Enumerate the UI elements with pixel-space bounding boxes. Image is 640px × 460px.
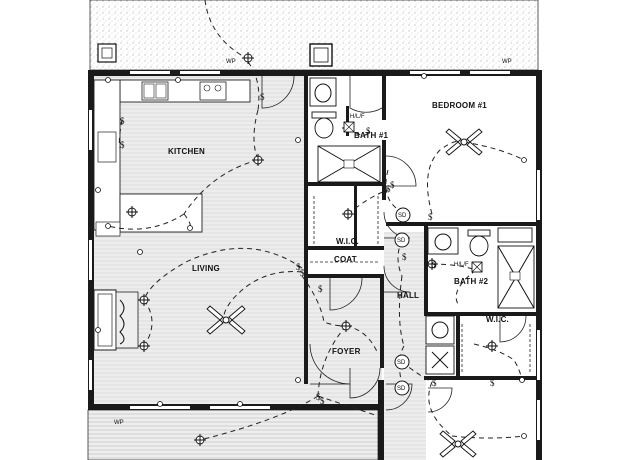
fireplace: [93, 289, 117, 351]
bath1-vanity: [309, 77, 337, 107]
svg-text:$: $: [296, 262, 301, 272]
living-floor: [94, 76, 306, 404]
ceiling-fan-icon: [445, 128, 483, 156]
light-fixture-icon: [340, 320, 352, 332]
room-label-bath1: BATH #1: [354, 131, 388, 140]
room-label-kitchen: KITCHEN: [168, 147, 205, 156]
svg-text:$: $: [428, 212, 433, 222]
exhaust-fan-icon: [471, 261, 483, 273]
smoke-detector-label: SD: [397, 360, 406, 366]
fireplace-hearth: [115, 291, 139, 349]
svg-text:$: $: [402, 252, 407, 262]
svg-text:$: $: [390, 180, 395, 190]
smoke-detector-label: SD: [398, 213, 407, 219]
ceiling-fan-icon: [439, 430, 477, 458]
kitchen-counter-top: [119, 79, 251, 103]
svg-text:$: $: [366, 126, 371, 136]
smoke-detector-icon: SD: [394, 232, 410, 248]
room-label-living: LIVING: [192, 264, 220, 273]
bath1-toilet: [314, 117, 334, 139]
porch-bottom: [87, 409, 379, 460]
smoke-detector-label: SD: [397, 386, 406, 392]
exhaust-fan-icon: [343, 121, 355, 133]
switch-icons: $$$ $$$ $$$ $$$ $$$ $: [120, 92, 495, 406]
room-label-coat: COAT: [334, 255, 357, 264]
svg-text:$: $: [120, 116, 125, 126]
smoke-detector-icon: SD: [395, 207, 411, 223]
bath2-linen: [497, 227, 533, 243]
ceiling-fan-icon: [206, 305, 246, 335]
light-fixture-icon: [486, 340, 498, 352]
light-fixture-icon: [138, 294, 150, 306]
foyer-floor: [306, 276, 382, 404]
svg-text:$: $: [260, 92, 265, 102]
bath2-toilet: [469, 235, 489, 257]
light-fixture-icon: [342, 208, 354, 220]
light-fixture-icon: [252, 154, 264, 166]
column-left: [97, 43, 117, 63]
svg-text:$: $: [432, 260, 437, 270]
svg-text:$: $: [316, 392, 321, 402]
bath1-toilet-tank: [311, 111, 337, 119]
room-label-bedroom1: BEDROOM #1: [432, 101, 487, 110]
room-label-bath2: BATH #2: [454, 277, 488, 286]
hall-floor: [384, 232, 426, 460]
wp-label-top-right: WP: [502, 59, 512, 65]
wp-label-bottom: WP: [114, 420, 124, 426]
room-label-foyer: FOYER: [332, 347, 361, 356]
room-label-wic1: W.I.C.: [336, 237, 359, 246]
smoke-detector-label: SD: [397, 238, 406, 244]
svg-text:$: $: [432, 378, 437, 388]
light-fixture-icon: [194, 434, 206, 446]
svg-text:$: $: [490, 378, 495, 388]
smoke-detector-icon: SD: [394, 354, 410, 370]
smoke-detector-icon: SD: [394, 380, 410, 396]
svg-text:$: $: [300, 268, 305, 278]
light-fixture-icon: [426, 258, 438, 270]
svg-text:$: $: [120, 140, 125, 150]
svg-text:$: $: [386, 184, 391, 194]
svg-text:$: $: [318, 284, 323, 294]
hlf-label-bath2: H/L/F: [454, 262, 469, 268]
svg-text:$: $: [320, 396, 325, 406]
wp-label-top-left: WP: [226, 59, 236, 65]
room-label-hall: HALL: [397, 291, 419, 300]
room-label-wic2: W.I.C.: [486, 315, 509, 324]
light-fixture-icon: [138, 340, 150, 352]
hlf-label-bath1: H/L/F: [350, 114, 365, 120]
washer: [425, 315, 455, 345]
interior-walls: [304, 76, 536, 384]
outlet-icons: [95, 73, 527, 439]
bath2-toilet-tank: [467, 229, 491, 237]
light-fixture-icon: [242, 52, 254, 64]
column-middle: [309, 43, 333, 67]
light-fixture-icon: [126, 206, 138, 218]
